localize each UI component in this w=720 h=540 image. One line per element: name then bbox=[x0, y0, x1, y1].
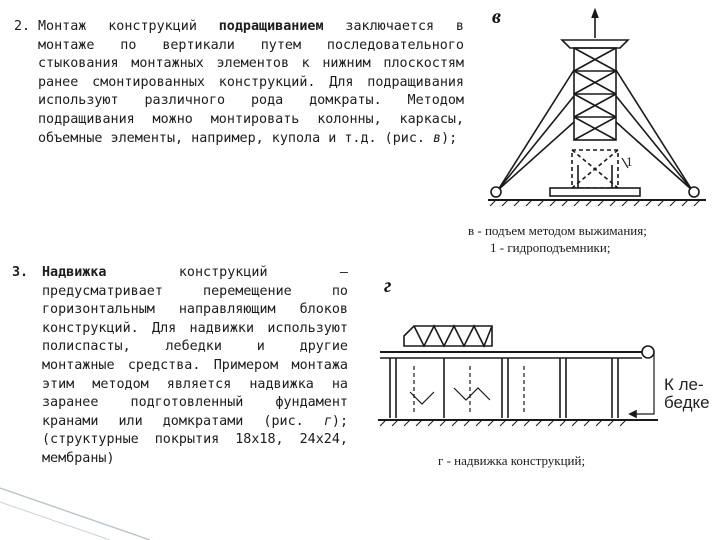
term-sliding: Надвижка bbox=[42, 265, 107, 280]
figure-ref: в bbox=[433, 130, 442, 146]
figure-ref: г bbox=[323, 413, 332, 429]
paragraph-body: Надвижка конструкций – предусматривает п… bbox=[42, 264, 348, 469]
paragraph-text: конструкций – предусматривает перемещени… bbox=[42, 265, 348, 429]
paragraph-end: ); (структурные покрытия 18х18, 24х24, м… bbox=[42, 413, 349, 466]
paragraph-lead: Монтаж конструкций bbox=[38, 19, 197, 34]
caption-line-1: в - подъем методом выжимания; bbox=[468, 223, 647, 238]
corner-decoration bbox=[0, 487, 151, 540]
paragraph-number: 3. bbox=[12, 265, 29, 280]
figure-letter-g: г bbox=[384, 275, 392, 297]
term-lifting: подращиванием bbox=[218, 19, 324, 34]
paragraph-lifting-method: 2. Монтаж конструкций подращиванием закл… bbox=[14, 18, 464, 148]
paragraph-sliding-method: 3. Надвижка конструкций – предусматривае… bbox=[12, 264, 348, 469]
caption-figure-v: в - подъем методом выжимания; 1 - гидроп… bbox=[468, 222, 718, 256]
paragraph-end: ); bbox=[441, 130, 458, 146]
sliding-diagram bbox=[378, 324, 658, 427]
figure-letter-v: в bbox=[492, 6, 501, 28]
paragraph-body: Монтаж конструкций подращиванием заключа… bbox=[38, 18, 464, 148]
lifting-diagram bbox=[488, 7, 706, 207]
marker-label: 1 bbox=[626, 154, 633, 169]
caption-line-2: 1 - гидроподъемники; bbox=[490, 240, 611, 255]
winch-label-line-2: бедке bbox=[664, 393, 710, 412]
paragraph-text: заключается в монтаже по вертикали путем… bbox=[38, 19, 464, 146]
paragraph-number: 2. bbox=[14, 19, 31, 34]
winch-label-line-1: К ле- bbox=[664, 375, 704, 394]
caption-figure-g: г - надвижка конструкций; bbox=[438, 453, 586, 468]
winch-label: К ле- бедке bbox=[664, 376, 720, 412]
